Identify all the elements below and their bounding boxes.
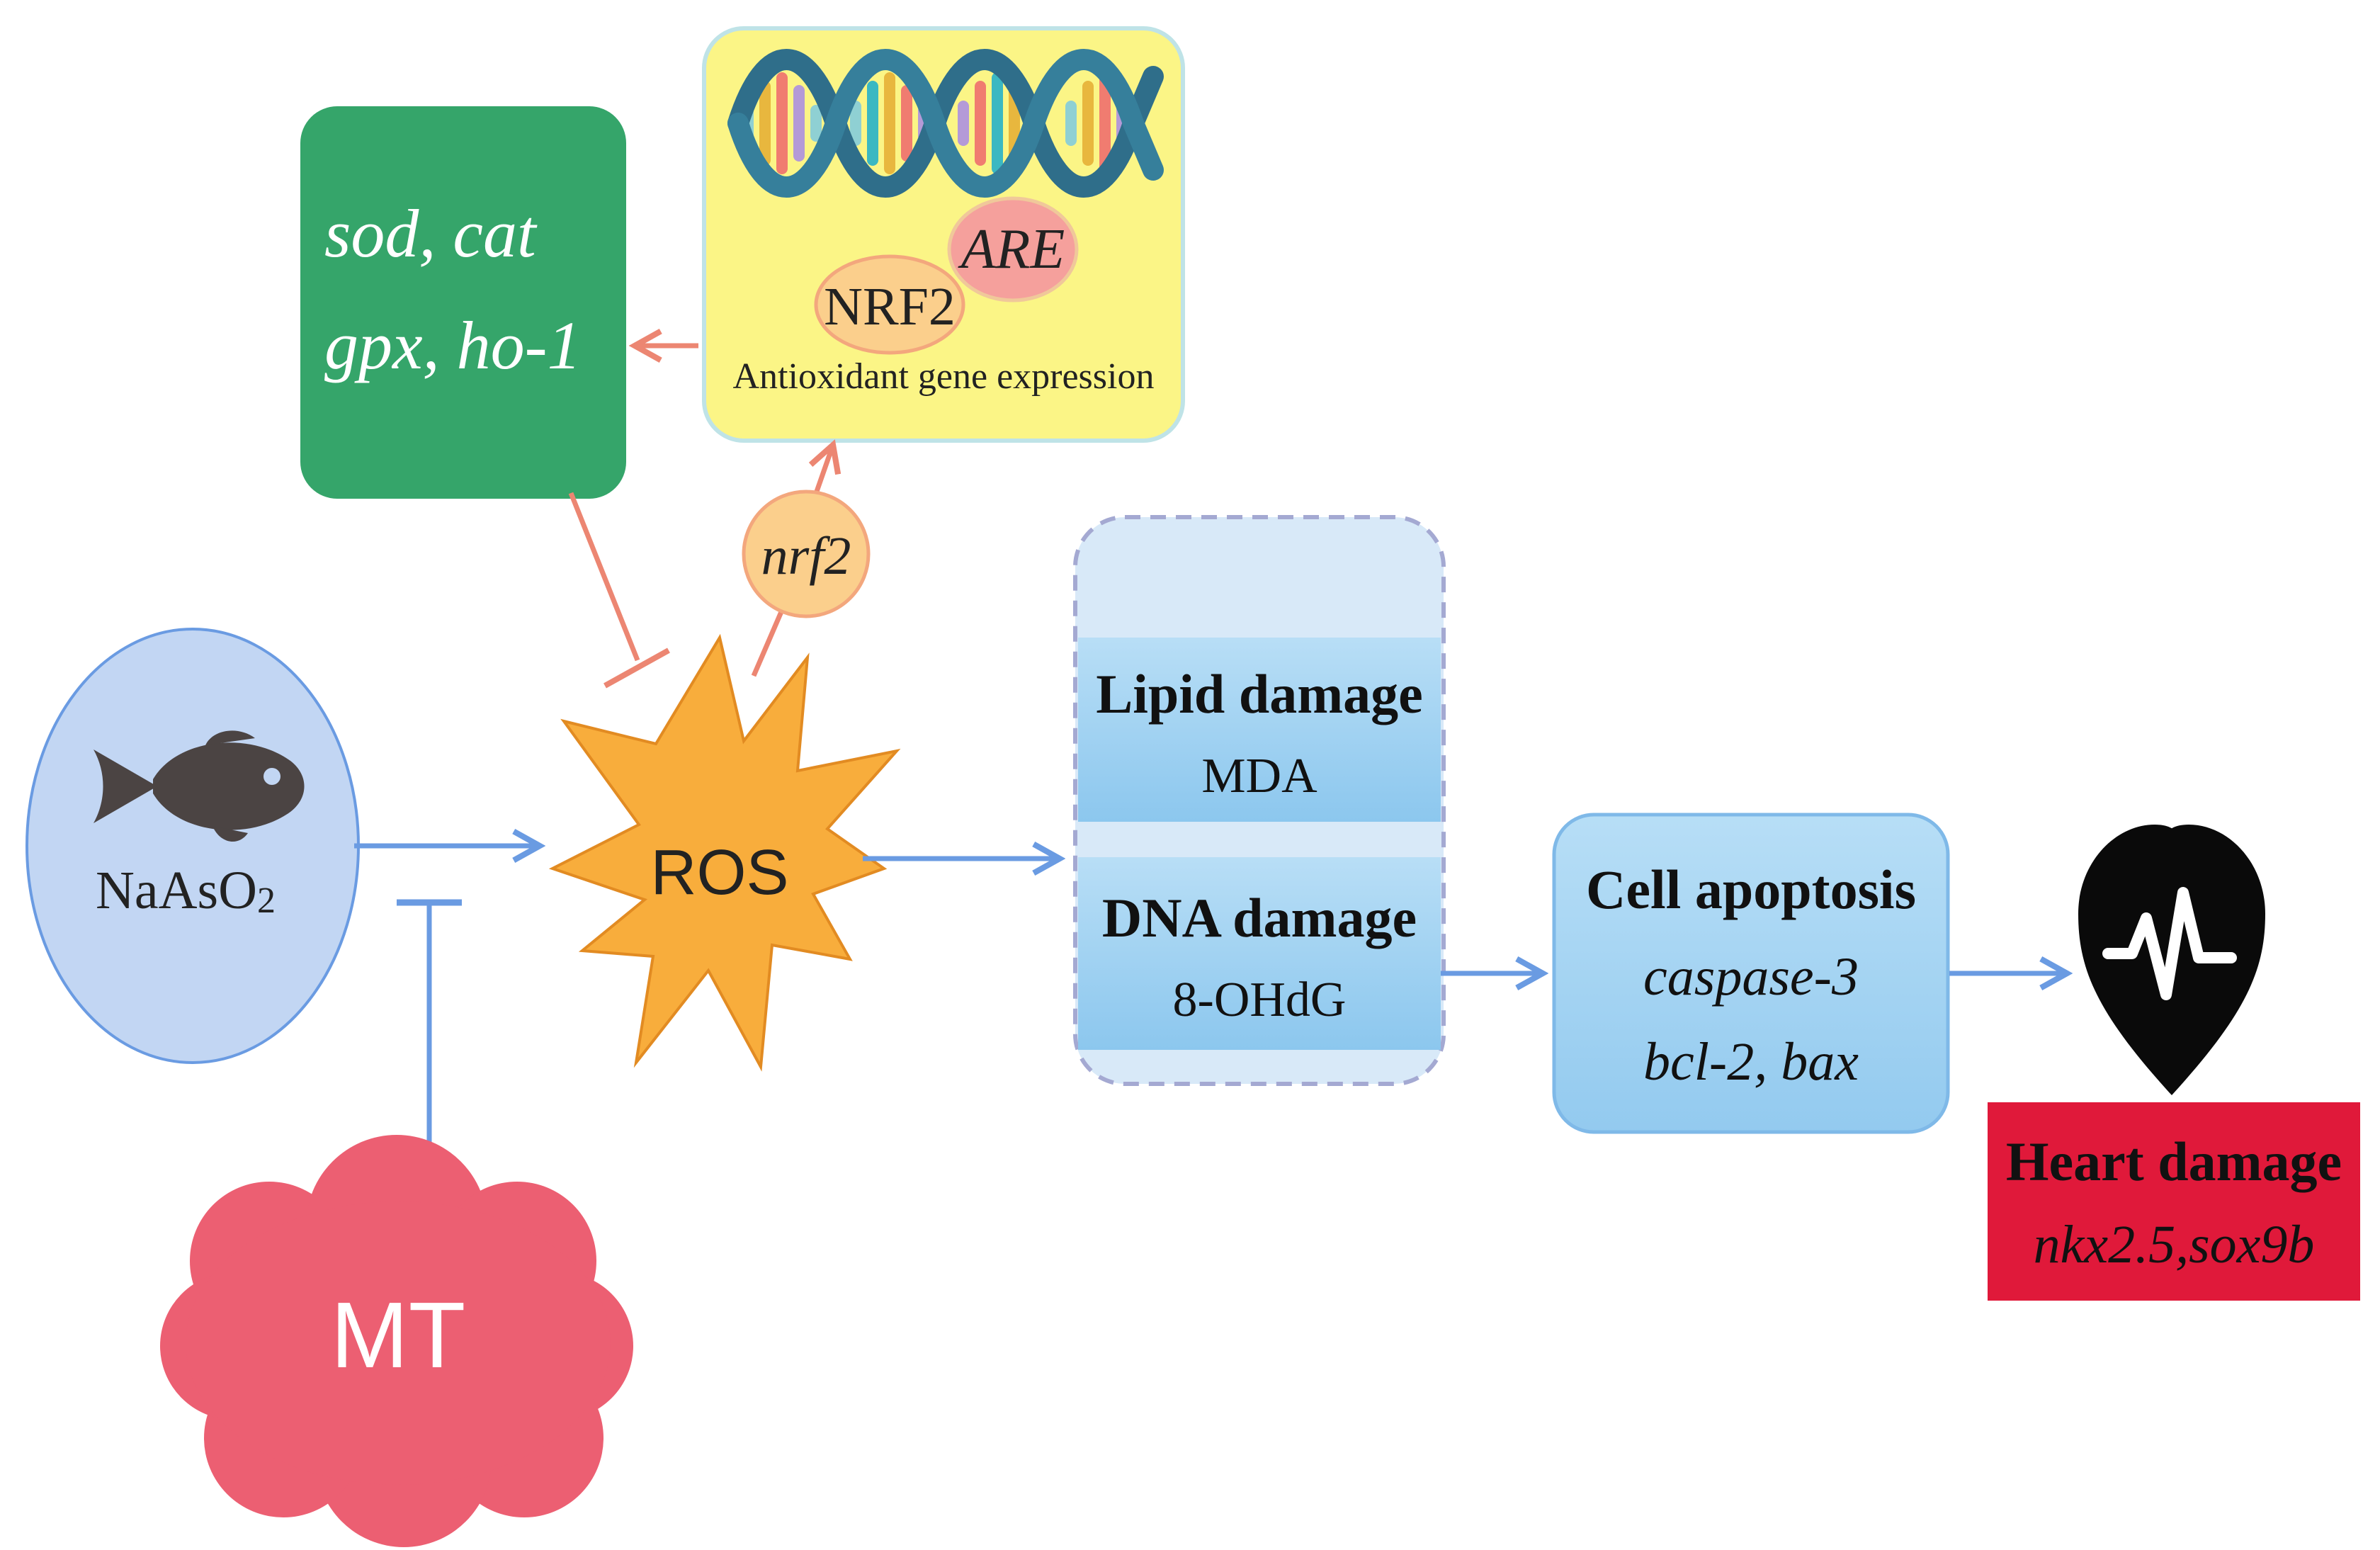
antioxidant-expression-caption: Antioxidant gene expression xyxy=(733,356,1155,397)
cell-apoptosis-box: Cell apoptosis caspase-3 bcl-2, bax xyxy=(1552,813,1950,1134)
ros-label: ROS xyxy=(650,837,788,908)
cell-apoptosis-title: Cell apoptosis xyxy=(1586,859,1916,920)
heart-damage-box: Heart damage nkx2.5,sox9b xyxy=(1988,1102,2360,1301)
antioxidant-genes-line2: gpx, ho-1 xyxy=(324,307,582,383)
naaso2-label: NaAsO2 xyxy=(96,861,276,921)
heart-damage-title: Heart damage xyxy=(2006,1131,2342,1192)
lipid-damage-band: Lipid damage MDA xyxy=(1078,638,1441,822)
mt-node: MT xyxy=(160,1135,633,1547)
are-label: ARE xyxy=(958,218,1065,281)
dna-damage-band: DNA damage 8-OHdG xyxy=(1078,857,1441,1050)
heart-pulse-icon xyxy=(2078,825,2265,1095)
lipid-damage-title: Lipid damage xyxy=(1096,663,1423,725)
nrf2-gene-label: nrf2 xyxy=(761,526,851,586)
dna-damage-marker: 8-OHdG xyxy=(1173,973,1347,1027)
ros-to-nrf2-line xyxy=(751,602,788,677)
naaso2-node: NaAsO2 xyxy=(26,628,360,1064)
nrf2-are-box: ARE NRF2 Antioxidant gene expression xyxy=(702,26,1185,443)
cell-apoptosis-line1: caspase-3 xyxy=(1643,947,1859,1007)
genes-inhibit-ros-bar xyxy=(604,647,670,689)
are-ellipse xyxy=(947,196,1079,302)
ros-node: ROS xyxy=(548,633,901,1072)
oxidative-damage-panel: Lipid damage MDA DNA damage 8-OHdG xyxy=(1073,515,1446,1086)
dna-helix-icon xyxy=(727,49,1164,198)
heart-damage-genes: nkx2.5,sox9b xyxy=(2034,1215,2315,1274)
antioxidant-genes-line1: sod, cat xyxy=(324,196,538,271)
lipid-damage-marker: MDA xyxy=(1201,749,1318,803)
nrf2-feedback-connectors xyxy=(568,346,833,689)
cell-apoptosis-line2: bcl-2, bax xyxy=(1643,1032,1859,1092)
mt-label: MT xyxy=(331,1283,466,1387)
genes-inhibit-ros-line xyxy=(568,492,640,662)
fish-icon xyxy=(94,730,305,842)
nrf2-gene-node: nrf2 xyxy=(742,490,871,618)
nrf2-protein-ellipse xyxy=(814,254,965,355)
antioxidant-genes-box: sod, cat gpx, ho-1 xyxy=(300,106,626,499)
dna-damage-title: DNA damage xyxy=(1102,887,1417,949)
nrf2-protein-label: NRF2 xyxy=(824,277,956,336)
